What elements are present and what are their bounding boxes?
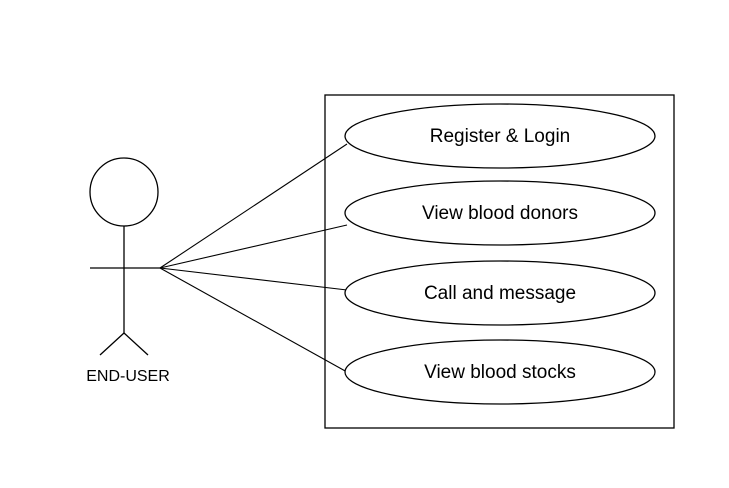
- use-case-register-login: Register & Login: [344, 103, 656, 169]
- use-case-ellipse: [344, 339, 656, 405]
- association-line: [159, 224, 348, 269]
- use-case-ellipse: [344, 103, 656, 169]
- use-case-label: Register & Login: [430, 126, 570, 147]
- association-line: [159, 143, 348, 269]
- associations: [159, 143, 348, 373]
- system-boundary: [324, 94, 675, 429]
- use-case-call-and-message: Call and message: [344, 260, 656, 326]
- use-case-label: Call and message: [424, 283, 576, 304]
- actor-label: END-USER: [86, 368, 170, 385]
- use-case-ellipse: [344, 180, 656, 246]
- association-line: [159, 267, 348, 291]
- use-case-view-blood-donors: View blood donors: [344, 180, 656, 246]
- use-case-label: View blood stocks: [424, 362, 576, 383]
- use-case-view-blood-stocks: View blood stocks: [344, 339, 656, 405]
- actor-right-leg: [123, 332, 149, 356]
- actor-left-leg: [99, 332, 125, 356]
- use-case-ellipse: [344, 260, 656, 326]
- use-case-label: View blood donors: [422, 203, 578, 224]
- actor: END-USER: [86, 157, 170, 385]
- actor-head: [89, 157, 159, 227]
- association-line: [159, 267, 348, 373]
